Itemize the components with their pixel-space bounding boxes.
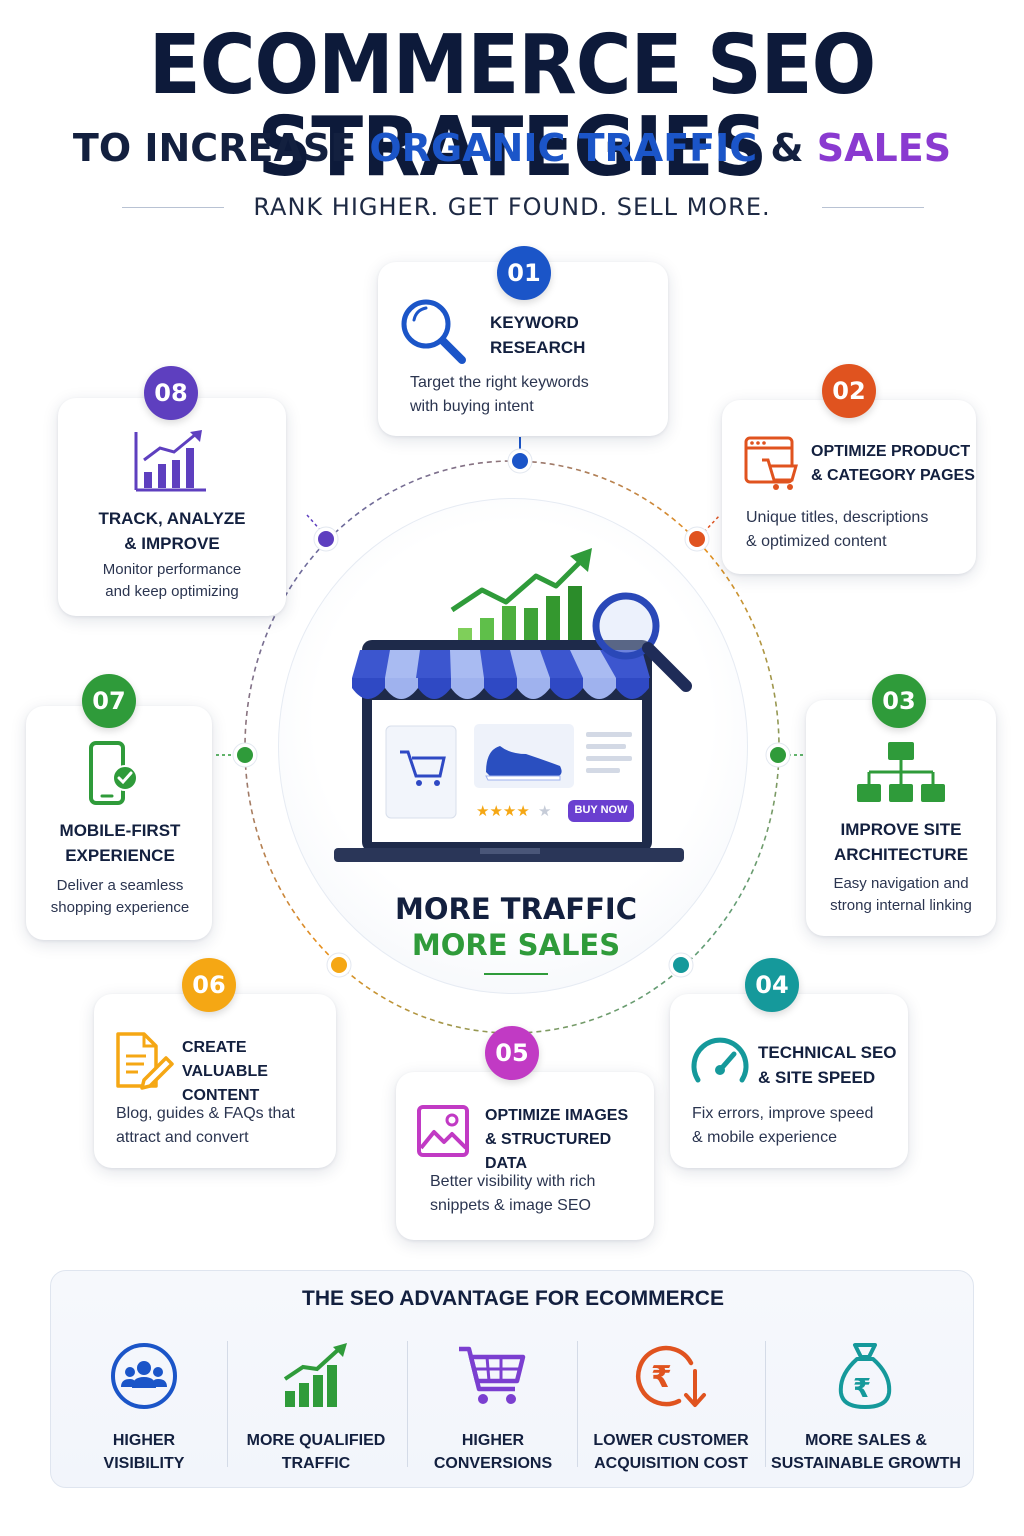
cart-icon: [459, 1346, 526, 1404]
step-badge-03: 03: [872, 674, 926, 728]
step-badge-06: 06: [182, 958, 236, 1012]
step-card-04: TECHNICAL SEO& SITE SPEED Fix errors, im…: [670, 994, 908, 1168]
svg-text:★★★★: ★★★★: [476, 802, 530, 820]
step-title-05: OPTIMIZE IMAGES& STRUCTURED DATA: [485, 1107, 629, 1172]
buy-now-label: BUY NOW: [574, 804, 628, 816]
image-icon: [417, 1105, 469, 1157]
money-bag-icon: ₹: [838, 1343, 892, 1409]
center-headline-traffic: MORE TRAFFIC: [395, 892, 637, 926]
page-subtitle: TO INCREASE ORGANIC TRAFFIC & SALES: [72, 126, 952, 170]
speedometer-icon: [691, 1037, 749, 1083]
tagline-row: RANK HIGHER. GET FOUND. SELL MORE.: [0, 190, 1024, 224]
tagline-divider-left: [122, 207, 224, 208]
rupee-down-icon: ₹: [635, 1345, 706, 1407]
step-title-04: TECHNICAL SEO& SITE SPEED: [758, 1043, 897, 1087]
advantage-item-growth: ₹ MORE SALES &SUSTAINABLE GROWTH: [771, 1341, 961, 1472]
ring-dots: [232, 448, 791, 978]
tagline-divider-right: [822, 207, 924, 208]
step-badge-02: 02: [822, 364, 876, 418]
smartphone-check-icon: [89, 741, 138, 805]
advantage-divider: [407, 1341, 408, 1467]
step-card-08: TRACK, ANALYZE& IMPROVE Monitor performa…: [58, 398, 286, 616]
step-badge-01: 01: [497, 246, 551, 300]
svg-text:₹: ₹: [853, 1374, 871, 1404]
center-underline: [484, 973, 548, 975]
step-desc-02: Unique titles, descriptions& optimized c…: [746, 509, 929, 550]
step-card-05: OPTIMIZE IMAGES& STRUCTURED DATA Better …: [396, 1072, 654, 1240]
advantage-divider: [765, 1341, 766, 1467]
step-title-02: OPTIMIZE PRODUCT& CATEGORY PAGES: [811, 443, 975, 484]
step-badge-04: 04: [745, 958, 799, 1012]
page-title: ECOMMERCE SEO STRATEGIES: [148, 16, 876, 195]
advantage-divider: [577, 1341, 578, 1467]
growth-chart-icon: [134, 430, 206, 492]
step-badge-08: 08: [144, 366, 198, 420]
connector-02: [703, 514, 721, 533]
people-icon: [111, 1343, 177, 1409]
advantage-label-growth: MORE SALES &SUSTAINABLE GROWTH: [771, 1432, 961, 1472]
bar-growth-icon: [283, 1343, 347, 1407]
magnifier-icon: [401, 299, 466, 364]
advantage-title: THE SEO ADVANTAGE FOR ECOMMERCE: [302, 1287, 724, 1310]
tagline: RANK HIGHER. GET FOUND. SELL MORE.: [253, 193, 771, 221]
browser-cart-icon: [744, 436, 798, 490]
advantage-divider: [227, 1341, 228, 1467]
step-card-02: OPTIMIZE PRODUCT& CATEGORY PAGES Unique …: [722, 400, 976, 574]
storefront-laptop-illustration: ★★★★ ★: [334, 548, 692, 862]
sitemap-icon: [857, 742, 945, 802]
center-headline-sales: MORE SALES: [411, 928, 621, 962]
step-badge-05: 05: [485, 1026, 539, 1080]
step-desc-04: Fix errors, improve speed& mobile experi…: [692, 1105, 874, 1146]
step-badge-07: 07: [82, 674, 136, 728]
svg-text:₹: ₹: [651, 1360, 672, 1395]
document-pen-icon: [116, 1032, 174, 1090]
step-title-08: TRACK, ANALYZE& IMPROVE: [98, 509, 246, 553]
svg-text:★: ★: [538, 802, 551, 820]
